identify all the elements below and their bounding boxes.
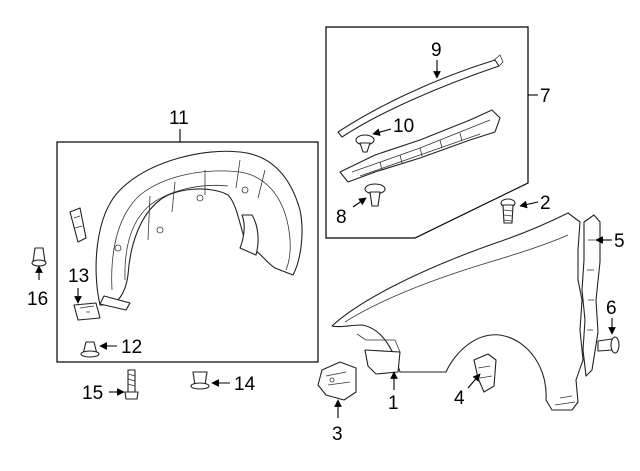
liner-bracket-part: [69, 207, 87, 243]
liner-bracket-inner: [73, 215, 83, 229]
bracket-3-part: [317, 361, 357, 401]
molding-strip-part: [337, 54, 504, 138]
callout-13: 13: [68, 266, 89, 287]
bolt-15-part: [124, 369, 139, 400]
bolt-2-part: [500, 198, 516, 224]
nut-clip-part: [73, 302, 101, 321]
clip-8-part: [364, 183, 386, 207]
fender-part: [331, 212, 584, 411]
callout-14: 14: [234, 374, 256, 395]
bolt-6-part: [597, 336, 620, 354]
fender-bracket-part: [581, 214, 601, 377]
callout-6: 6: [606, 298, 617, 319]
callout-16: 16: [27, 289, 48, 310]
callout-2: 2: [540, 193, 551, 214]
clip-16-head: [31, 259, 47, 267]
callout-11: 11: [169, 108, 189, 129]
callout-15: 15: [82, 383, 103, 404]
push-clip-12-head: [80, 350, 100, 358]
callout-7: 7: [540, 86, 551, 107]
clip-14-part: [190, 371, 210, 390]
callout-5: 5: [614, 231, 625, 252]
nut-clip-detail: [79, 305, 95, 313]
callout-12: 12: [121, 337, 142, 358]
callout-3: 3: [332, 424, 343, 445]
seal-part: [339, 109, 501, 183]
fender-liner-part: [95, 150, 303, 311]
molding-group-frame: [325, 26, 529, 239]
callout-10: 10: [393, 116, 414, 137]
clip-10-part: [355, 134, 375, 153]
callout-4: 4: [454, 388, 465, 409]
callout-1: 1: [388, 393, 399, 414]
callout-8: 8: [336, 207, 347, 228]
callout-9: 9: [431, 40, 442, 61]
bracket-4-part: [473, 353, 497, 393]
liner-group-frame: [56, 141, 319, 363]
